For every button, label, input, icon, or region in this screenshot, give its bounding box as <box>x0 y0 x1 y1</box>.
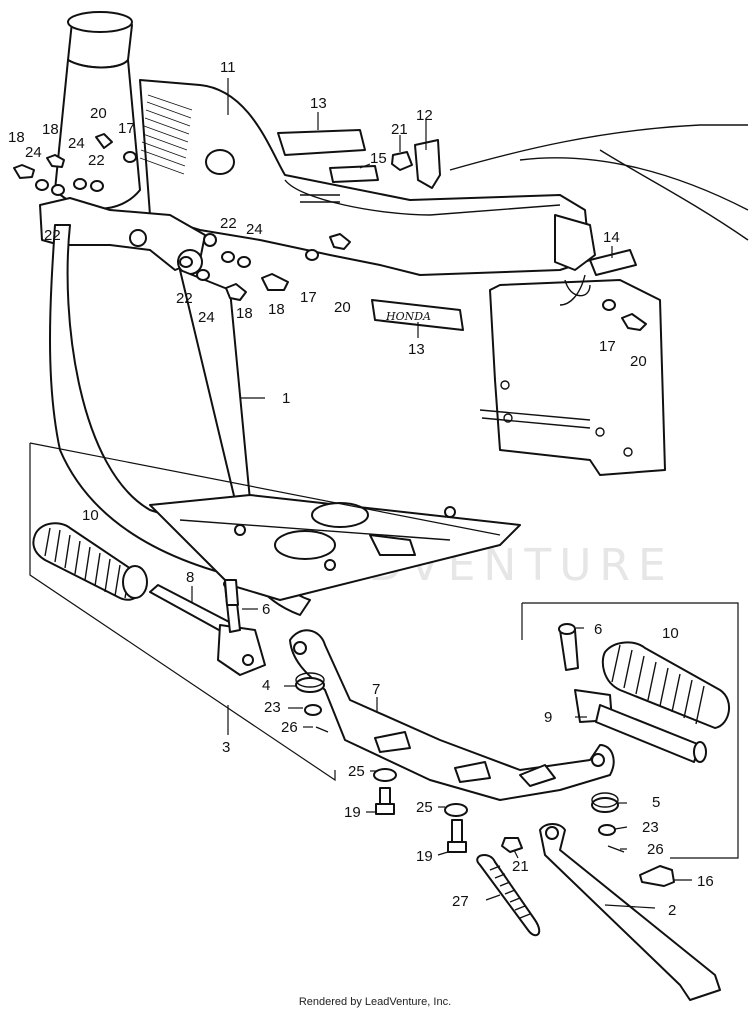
callout-17-top: 17 <box>118 120 135 137</box>
main-stand <box>289 629 615 801</box>
callout-18-a: 18 <box>8 129 25 146</box>
callout-5: 5 <box>652 794 660 811</box>
callout-23-right: 23 <box>642 819 659 836</box>
callout-1: 1 <box>282 390 290 407</box>
rear-body-outline <box>449 124 749 476</box>
callout-4: 4 <box>262 677 270 694</box>
side-stand <box>539 823 721 1001</box>
callout-18-b: 18 <box>42 121 59 138</box>
callout-18-d: 18 <box>268 301 285 318</box>
callout-10: 10 <box>82 507 99 524</box>
callout-16: 16 <box>697 873 714 890</box>
callout-21-top: 21 <box>391 121 408 138</box>
emblem-15 <box>329 165 379 183</box>
honda-emblem: HONDA <box>371 299 464 331</box>
callout-24-c: 24 <box>246 221 263 238</box>
frame-hatching <box>139 94 193 175</box>
spring-4 <box>295 672 325 693</box>
right-footpeg-rubber <box>601 641 730 729</box>
callout-22-c: 22 <box>220 215 237 232</box>
callout-7: 7 <box>372 681 380 698</box>
callout-22-b: 22 <box>44 227 61 244</box>
callout-6-right: 6 <box>594 621 602 638</box>
callout-11: 11 <box>220 59 236 76</box>
right-footpeg-bar <box>558 623 707 763</box>
honda-emblem-text: HONDA <box>385 310 431 323</box>
emblem-14 <box>589 249 637 276</box>
callout-10-right: 10 <box>662 625 679 642</box>
callout-21-bottom: 21 <box>512 858 529 875</box>
callout-22-d: 22 <box>176 290 193 307</box>
callout-15: 15 <box>370 150 387 167</box>
callout-19-b: 19 <box>416 848 433 865</box>
clip-12 <box>414 139 441 189</box>
callout-13-top: 13 <box>310 95 327 112</box>
callout-12: 12 <box>416 107 433 124</box>
main-frame-backbone <box>139 79 596 297</box>
callout-17-right: 17 <box>599 338 616 355</box>
callout-3: 3 <box>222 739 230 756</box>
spring-27 <box>476 854 541 937</box>
callout-6: 6 <box>262 601 270 618</box>
callout-24-b: 24 <box>68 135 85 152</box>
callout-13-bottom: 13 <box>408 341 425 358</box>
step-bar-box <box>29 442 501 782</box>
steering-bracket <box>39 197 217 275</box>
callout-18-c: 18 <box>236 305 253 322</box>
callout-26-right: 26 <box>647 841 664 858</box>
callout-20-right: 20 <box>630 353 647 370</box>
callout-19-a: 19 <box>344 804 361 821</box>
left-footpeg-bar <box>149 579 266 676</box>
callout-9: 9 <box>544 709 552 726</box>
callout-27: 27 <box>452 893 469 910</box>
callout-26-left: 26 <box>281 719 298 736</box>
callout-25-left: 25 <box>348 763 365 780</box>
left-footpeg-rubber <box>32 522 148 601</box>
callout-2: 2 <box>668 902 676 919</box>
callout-17-mid: 17 <box>300 289 317 306</box>
callout-23-left: 23 <box>264 699 281 716</box>
callout-24-d: 24 <box>198 309 215 326</box>
leader-lines <box>191 78 692 909</box>
callout-8: 8 <box>186 569 194 586</box>
callout-labels: 1 2 3 4 5 6 6 7 8 9 10 10 11 13 12 13 14… <box>8 59 714 919</box>
spring-5 <box>591 792 619 813</box>
callout-24-a: 24 <box>25 144 42 161</box>
head-tube <box>54 11 141 210</box>
right-footpeg-box <box>521 602 739 859</box>
callout-20-top: 20 <box>90 105 107 122</box>
render-credit: Rendered by LeadVenture, Inc. <box>298 996 452 1008</box>
callout-25-right: 25 <box>416 799 433 816</box>
callout-20-mid: 20 <box>334 299 351 316</box>
hardware <box>13 133 675 887</box>
emblem-13-top <box>277 129 366 156</box>
callout-22-a: 22 <box>88 152 105 169</box>
callout-14: 14 <box>603 229 620 246</box>
